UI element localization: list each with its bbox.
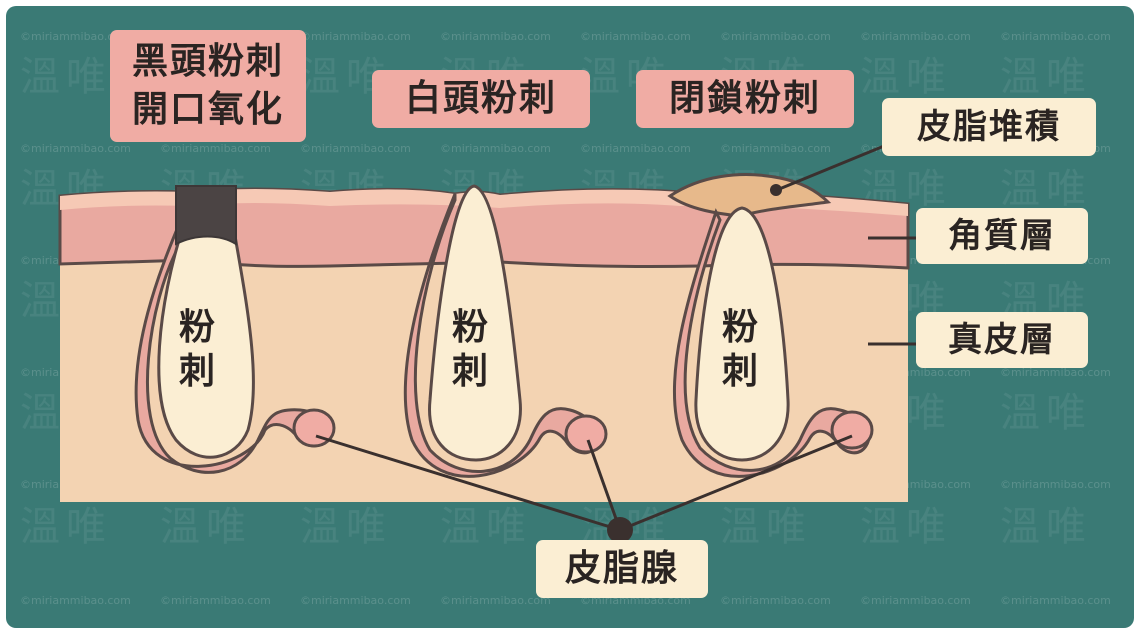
watermark-site-text: ©miriammibao.com [720,594,831,607]
leader-gland-1 [315,434,621,532]
watermark-logo-char: 唯 [346,504,386,550]
follicle-blackhead [134,185,336,474]
comedone-label-2-char-1: 粉 [451,307,488,348]
watermark-logo-char: 溫 [860,54,900,100]
watermark-site-text: ©miriammibao.com [720,30,831,43]
gland-connector-dot [607,517,633,543]
watermark-site-text: ©miriammibao.com [860,594,971,607]
comedone-label-3-char-1: 粉 [721,307,758,348]
watermark-site-text: ©miriammibao.com [860,30,971,43]
label-stratum-corneum: 角質層 [916,208,1088,264]
watermark-site-text: ©miriammibao.com [440,594,551,607]
watermark-logo-char: 溫 [20,504,60,550]
watermark-logo-char: 溫 [860,504,900,550]
watermark-site-text: ©miriammibao.com [1000,594,1111,607]
leader-lines [315,144,916,532]
leader-gland-2 [586,439,622,531]
label-whitehead: 白頭粉刺 [372,70,590,128]
watermark-site-text: ©miriammibao.com [440,142,551,155]
watermark-logo-char: 溫 [20,278,60,324]
comedone-label-1: 粉 刺 [167,306,227,394]
label-closed-comedone: 閉鎖粉刺 [636,70,854,128]
watermark-logo-char: 唯 [906,504,946,550]
watermark-site-text: ©miriammibao.com [20,30,131,43]
watermark-logo-char: 唯 [1046,390,1086,436]
watermark-site-text: ©miriammibao.com [300,594,411,607]
watermark-site-text: ©miriammibao.com [580,30,691,43]
watermark-site-text: ©miriammibao.com [300,142,411,155]
watermark-logo-char: 溫 [20,54,60,100]
watermark-site-text: ©miriammibao.com [1000,366,1111,379]
label-dermis: 真皮層 [916,312,1088,368]
watermark-logo-char: 唯 [66,54,106,100]
watermark-logo-char: 唯 [206,504,246,550]
watermark-site-text: ©miriammibao.com [160,594,271,607]
watermark-logo-char: 溫 [20,390,60,436]
leader-gland-3 [619,434,853,532]
watermark-logo-char: 唯 [486,504,526,550]
label-sebum-buildup: 皮脂堆積 [882,98,1096,156]
comedone-label-1-char-1: 粉 [178,307,215,348]
watermark-logo-char: 唯 [66,504,106,550]
comedone-2 [428,184,522,462]
watermark-logo-char: 唯 [1046,504,1086,550]
watermark-logo-char: 溫 [300,504,340,550]
watermark-site-text: ©miriammibao.com [20,594,131,607]
watermark-logo-char: 溫 [720,504,760,550]
watermark-logo-char: 溫 [1000,390,1040,436]
watermark-site-text: ©miriammibao.com [160,142,271,155]
comedone-1 [157,228,255,459]
comedone-label-1-char-2: 刺 [178,351,215,392]
label-sebaceous-gland: 皮脂腺 [536,540,708,598]
follicle-wall-3 [672,208,871,478]
watermark-logo-char: 溫 [1000,504,1040,550]
sebum-connector-dot [770,184,782,196]
sebaceous-gland-2 [564,414,608,454]
watermark-logo-char: 唯 [906,54,946,100]
comedone-label-3-char-2: 刺 [721,351,758,392]
comedone-label-3: 粉 刺 [710,306,770,394]
label-blackhead-line-1: 黑頭粉刺 [131,41,284,82]
watermark-site-text: ©miriammibao.com [1000,478,1111,491]
watermark-logo-char: 溫 [1000,166,1040,212]
watermark-logo-char: 溫 [20,166,60,212]
blackhead-plug [175,185,237,246]
watermark-logo-char: 溫 [440,504,480,550]
watermark-site-text: ©miriammibao.com [440,30,551,43]
label-blackhead: 黑頭粉刺 開口氧化 [110,30,306,142]
watermark-site-text: ©miriammibao.com [20,142,131,155]
follicle-whitehead [403,184,608,478]
watermark-site-text: ©miriammibao.com [1000,30,1111,43]
watermark-logo-char: 唯 [1046,166,1086,212]
watermark-logo-char: 唯 [1046,54,1086,100]
watermark-site-text: ©miriammibao.com [580,142,691,155]
leader-sebum-buildup [771,144,885,194]
watermark-logo-char: 溫 [300,54,340,100]
watermark-logo-char: 溫 [1000,54,1040,100]
watermark-site-text: ©miriammibao.com [300,30,411,43]
comedone-label-2: 粉 刺 [440,306,500,394]
comedone-3 [694,206,790,462]
label-blackhead-line-2: 開口氧化 [131,89,284,130]
watermark-logo-char: 溫 [160,504,200,550]
watermark-site-text: ©miriammibao.com [720,142,831,155]
watermark-logo-char: 唯 [766,504,806,550]
comedone-label-2-char-2: 刺 [451,351,488,392]
watermark-logo-char: 唯 [906,166,946,212]
watermark-logo-char: 唯 [906,390,946,436]
